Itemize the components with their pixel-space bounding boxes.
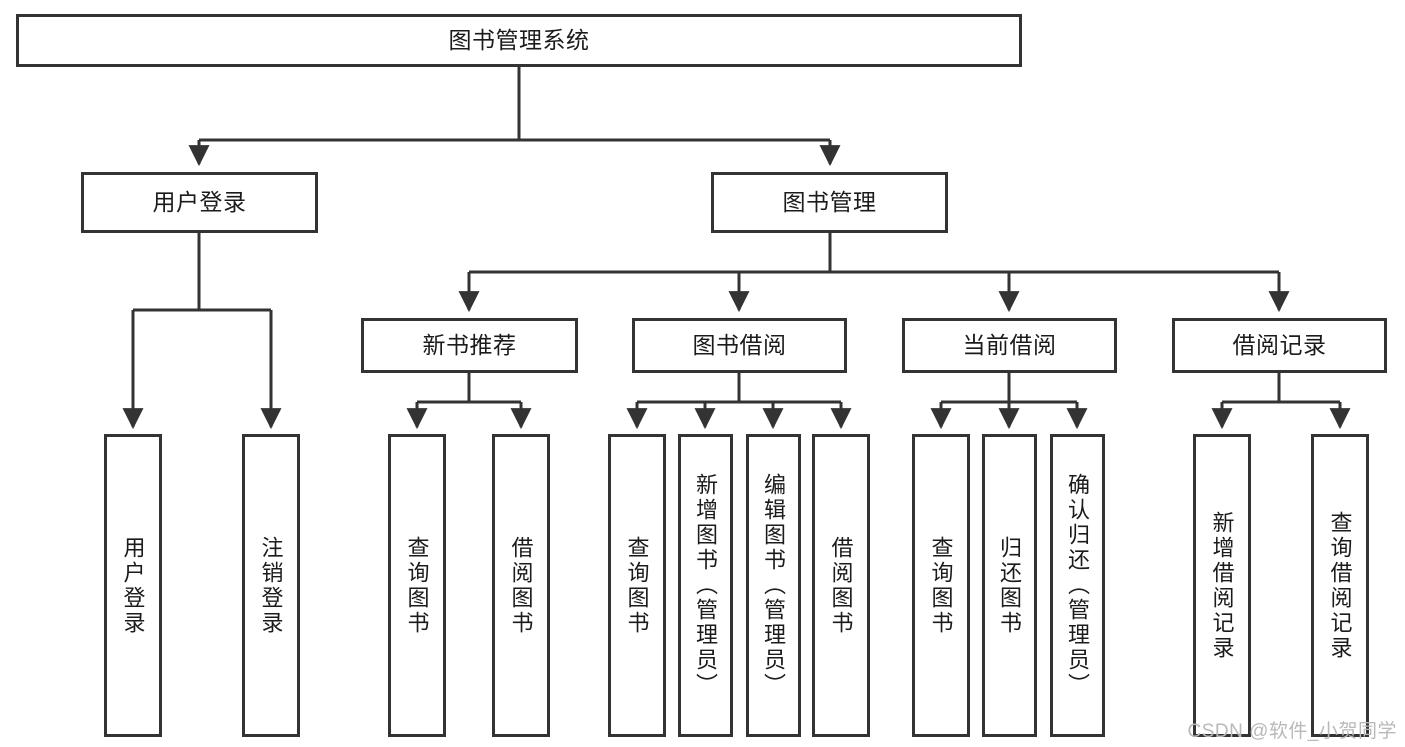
node-label: 确认归还（管理员） bbox=[1065, 473, 1091, 698]
node-label: 图书管理系统 bbox=[448, 27, 590, 54]
leaf-user-login[interactable]: 用户登录 bbox=[104, 434, 162, 737]
csdn-watermark: CSDN @软件_小贺同学 bbox=[1187, 721, 1397, 742]
node-label: 新增图书（管理员） bbox=[693, 473, 719, 698]
node-label: 借阅图书 bbox=[508, 535, 534, 636]
node-label: 查询借阅记录 bbox=[1327, 510, 1353, 661]
leaf-confirm-return-admin[interactable]: 确认归还（管理员） bbox=[1050, 434, 1105, 737]
node-current-borrowing[interactable]: 当前借阅 bbox=[902, 318, 1117, 373]
leaf-return-books[interactable]: 归还图书 bbox=[982, 434, 1037, 737]
node-label: 归还图书 bbox=[997, 535, 1023, 636]
leaf-query-books-current[interactable]: 查询图书 bbox=[912, 434, 970, 737]
leaf-query-borrowing-record[interactable]: 查询借阅记录 bbox=[1311, 434, 1369, 737]
leaf-query-books-borrowing[interactable]: 查询图书 bbox=[608, 434, 666, 737]
node-label: 用户登录 bbox=[120, 535, 146, 636]
node-label: 借阅记录 bbox=[1232, 332, 1327, 359]
leaf-edit-book-admin[interactable]: 编辑图书（管理员） bbox=[746, 434, 801, 737]
leaf-logout[interactable]: 注销登录 bbox=[242, 434, 300, 737]
node-borrowing-records[interactable]: 借阅记录 bbox=[1172, 318, 1387, 373]
node-label: 当前借阅 bbox=[962, 332, 1057, 359]
node-label: 查询图书 bbox=[404, 535, 430, 636]
node-label: 查询图书 bbox=[928, 535, 954, 636]
node-new-book-recommendation[interactable]: 新书推荐 bbox=[361, 318, 578, 373]
node-label: 新增借阅记录 bbox=[1209, 510, 1235, 661]
leaf-query-books-recommendation[interactable]: 查询图书 bbox=[388, 434, 446, 737]
node-root-library-management-system[interactable]: 图书管理系统 bbox=[16, 14, 1022, 67]
leaf-add-book-admin[interactable]: 新增图书（管理员） bbox=[678, 434, 733, 737]
leaf-add-borrowing-record[interactable]: 新增借阅记录 bbox=[1193, 434, 1251, 737]
leaf-borrow-books-recommendation[interactable]: 借阅图书 bbox=[492, 434, 550, 737]
node-label: 注销登录 bbox=[258, 535, 284, 636]
node-user-login[interactable]: 用户登录 bbox=[81, 172, 318, 233]
node-label: 查询图书 bbox=[624, 535, 650, 636]
node-label: 新书推荐 bbox=[422, 332, 517, 359]
node-book-management[interactable]: 图书管理 bbox=[711, 172, 948, 233]
node-label: 用户登录 bbox=[152, 189, 247, 216]
node-label: 编辑图书（管理员） bbox=[761, 473, 787, 698]
leaf-borrow-books-borrowing[interactable]: 借阅图书 bbox=[812, 434, 870, 737]
node-label: 图书借阅 bbox=[692, 332, 787, 359]
node-label: 借阅图书 bbox=[828, 535, 854, 636]
node-label: 图书管理 bbox=[782, 189, 877, 216]
node-book-borrowing[interactable]: 图书借阅 bbox=[632, 318, 847, 373]
